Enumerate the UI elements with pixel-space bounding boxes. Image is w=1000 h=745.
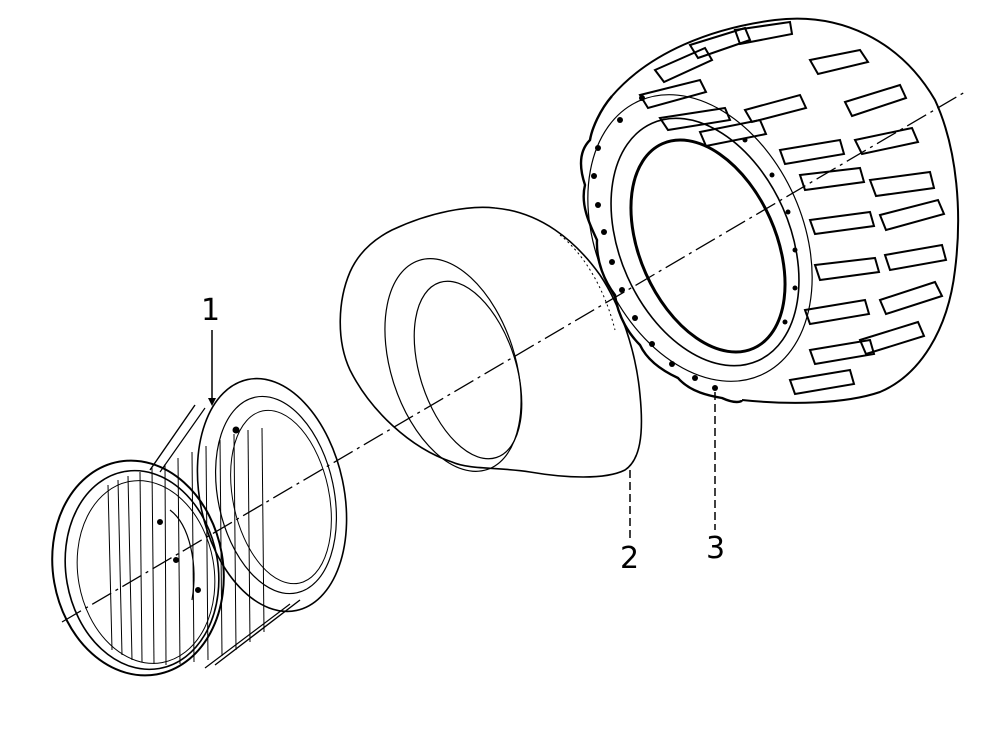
tube-inner-edge (384, 258, 522, 472)
callout-number-1: 1 (201, 293, 221, 328)
tire-sidewall-ring (587, 94, 813, 382)
tube-inner-hole (413, 280, 523, 460)
tire-tread-lugs (638, 20, 948, 396)
rim-front-flange (51, 459, 225, 677)
tire-inner-hole (629, 138, 787, 354)
callout-number-2: 2 (620, 541, 640, 576)
tire-tread-outline (611, 17, 960, 404)
tire-sidewall-outer (579, 95, 744, 404)
rim-back-flange (196, 377, 348, 613)
inner-tube (339, 206, 643, 540)
wheel-rim (51, 330, 348, 677)
tube-outer-outline (339, 206, 643, 478)
tire-sidewall-dots (591, 95, 798, 391)
tire-bead-ring (610, 117, 800, 367)
tube-shading (559, 234, 616, 331)
rim-barrel-strips (107, 427, 265, 666)
callout-number-3: 3 (706, 531, 726, 566)
tractor-tire (579, 17, 960, 530)
